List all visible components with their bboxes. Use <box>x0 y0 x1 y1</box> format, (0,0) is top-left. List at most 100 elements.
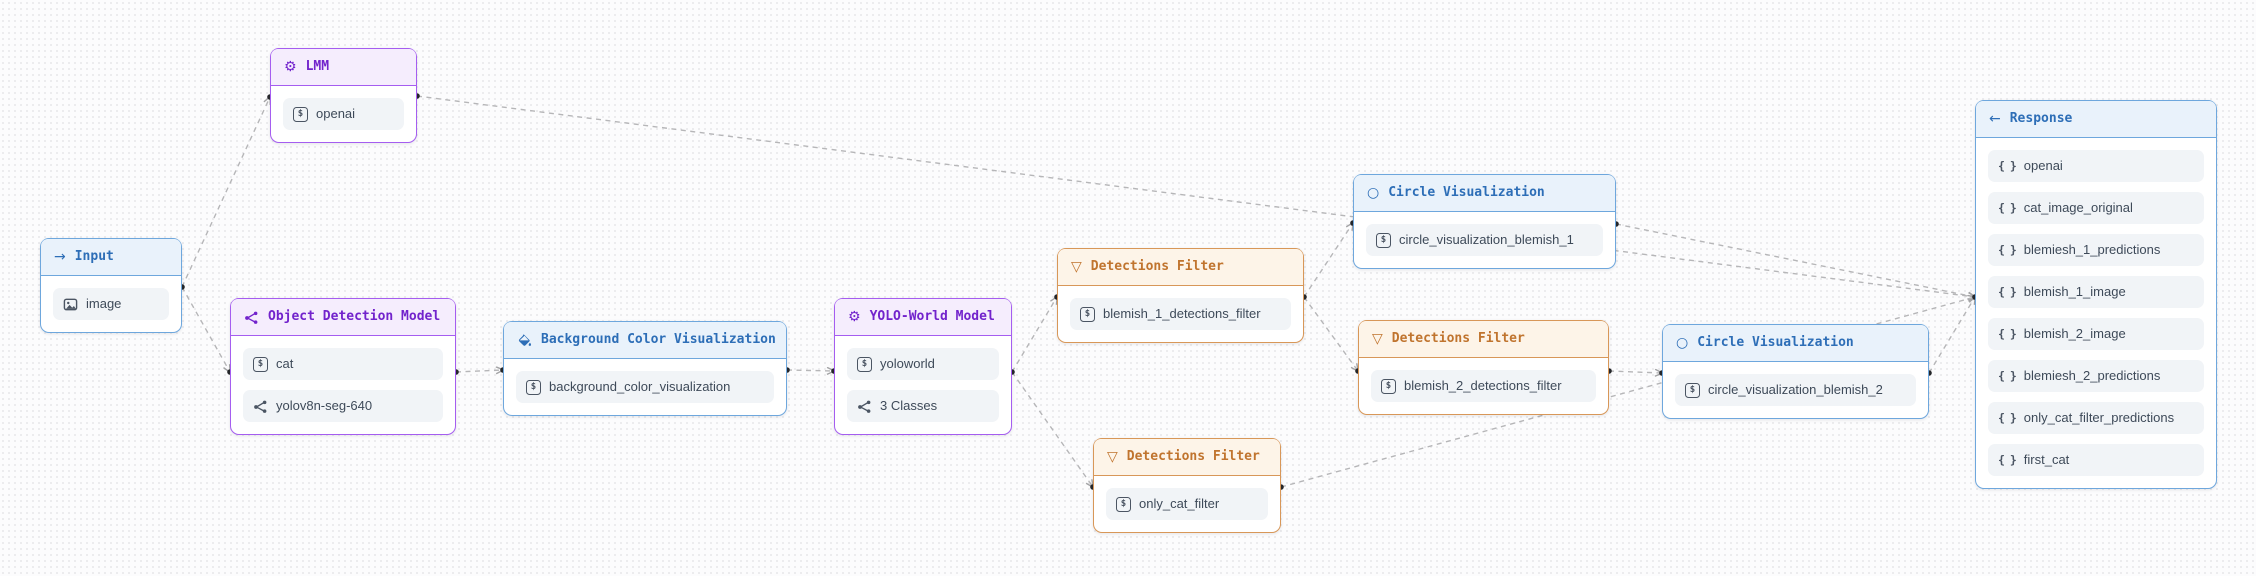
node-body: $ cat yolov8n-seg-640 <box>231 336 455 434</box>
output-label: blemish_1_image <box>2023 284 2126 299</box>
node-body: $ openai <box>271 86 416 142</box>
node-header[interactable]: ← Response <box>1976 101 2216 138</box>
node-title: Circle Visualization <box>1388 185 1545 200</box>
output-chip[interactable]: { } only_cat_filter_predictions <box>1988 402 2204 434</box>
string-icon: $ <box>526 379 541 395</box>
node-title: Response <box>2009 111 2073 126</box>
node-header[interactable]: ○ Circle Visualization <box>1354 175 1615 212</box>
output-chip[interactable]: { } blemiesh_1_predictions <box>1988 234 2204 266</box>
node-body: $ blemish_2_detections_filter <box>1359 358 1608 414</box>
circle-icon: ○ <box>1676 335 1689 351</box>
param-label: circle_visualization_blemish_2 <box>1708 382 1883 397</box>
node-title: Detections Filter <box>1126 449 1260 464</box>
node-title: Detections Filter <box>1090 259 1224 274</box>
param-chip[interactable]: $ cat <box>243 348 443 380</box>
output-chip[interactable]: { } openai <box>1988 150 2204 182</box>
node-body: image <box>41 276 181 332</box>
node-header[interactable]: ▽ Detections Filter <box>1094 439 1280 476</box>
node-body: $ only_cat_filter <box>1094 476 1280 532</box>
param-chip[interactable]: $ blemish_1_detections_filter <box>1070 298 1291 330</box>
string-icon: $ <box>1080 306 1095 322</box>
output-chip[interactable]: { } blemiesh_2_predictions <box>1988 360 2204 392</box>
funnel-icon: ▽ <box>1107 449 1118 465</box>
model-graph-icon <box>253 399 268 414</box>
param-label: yoloworld <box>880 356 935 371</box>
node-object-detection-model[interactable]: Object Detection Model $ cat yolov8n-seg… <box>230 298 456 435</box>
string-icon: $ <box>1685 382 1700 398</box>
node-yolo-world-model[interactable]: ⚙ YOLO-World Model $ yoloworld 3 Classes <box>834 298 1012 435</box>
node-header[interactable]: ⚙ LMM <box>271 49 416 86</box>
output-chip[interactable]: { } blemish_1_image <box>1988 276 2204 308</box>
node-detections-filter-blemish-2[interactable]: ▽ Detections Filter $ blemish_2_detectio… <box>1358 320 1609 415</box>
string-icon: $ <box>293 106 308 122</box>
output-chip[interactable]: { } blemish_2_image <box>1988 318 2204 350</box>
output-label: only_cat_filter_predictions <box>2023 410 2175 425</box>
param-label: cat <box>276 356 294 371</box>
node-body: $ circle_visualization_blemish_2 <box>1663 362 1928 418</box>
node-input[interactable]: → Input image <box>40 238 182 333</box>
param-label: background_color_visualization <box>549 379 731 394</box>
node-body: $ blemish_1_detections_filter <box>1058 286 1303 342</box>
funnel-icon: ▽ <box>1071 259 1082 275</box>
param-label: image <box>86 296 122 311</box>
param-chip[interactable]: image <box>53 288 169 320</box>
node-title: Input <box>74 249 114 264</box>
node-header[interactable]: Background Color Visualization <box>504 322 786 359</box>
node-body: $ circle_visualization_blemish_1 <box>1354 212 1615 268</box>
model-graph-icon <box>857 399 872 414</box>
braces-icon: { } <box>1998 243 2017 257</box>
param-chip[interactable]: $ openai <box>283 98 404 130</box>
node-header[interactable]: → Input <box>41 239 181 276</box>
param-chip[interactable]: $ only_cat_filter <box>1106 488 1268 520</box>
paint-bucket-icon <box>517 333 532 348</box>
node-detections-filter-only-cat[interactable]: ▽ Detections Filter $ only_cat_filter <box>1093 438 1281 533</box>
braces-icon: { } <box>1998 411 2017 425</box>
output-chip[interactable]: { } first_cat <box>1988 444 2204 476</box>
param-label: blemish_2_detections_filter <box>1404 378 1562 393</box>
node-title: YOLO-World Model <box>869 309 995 324</box>
param-label: blemish_1_detections_filter <box>1103 306 1261 321</box>
node-header[interactable]: Object Detection Model <box>231 299 455 336</box>
param-chip[interactable]: yolov8n-seg-640 <box>243 390 443 422</box>
node-circle-visualization-blemish-2[interactable]: ○ Circle Visualization $ circle_visualiz… <box>1662 324 1929 419</box>
output-label: cat_image_original <box>2023 200 2133 215</box>
image-icon <box>63 297 78 312</box>
node-header[interactable]: ⚙ YOLO-World Model <box>835 299 1011 336</box>
node-header[interactable]: ○ Circle Visualization <box>1663 325 1928 362</box>
param-chip[interactable]: 3 Classes <box>847 390 999 422</box>
param-chip[interactable]: $ blemish_2_detections_filter <box>1371 370 1596 402</box>
param-chip[interactable]: $ circle_visualization_blemish_2 <box>1675 374 1916 406</box>
param-chip[interactable]: $ circle_visualization_blemish_1 <box>1366 224 1603 256</box>
braces-icon: { } <box>1998 453 2017 467</box>
node-title: Detections Filter <box>1391 331 1525 346</box>
node-lmm[interactable]: ⚙ LMM $ openai <box>270 48 417 143</box>
string-icon: $ <box>857 356 872 372</box>
braces-icon: { } <box>1998 285 2017 299</box>
braces-icon: { } <box>1998 369 2017 383</box>
arrow-left-icon: ← <box>1989 111 2001 127</box>
funnel-icon: ▽ <box>1372 331 1383 347</box>
gear-icon: ⚙ <box>848 309 861 325</box>
output-label: blemish_2_image <box>2023 326 2126 341</box>
node-header[interactable]: ▽ Detections Filter <box>1058 249 1303 286</box>
node-title: LMM <box>305 59 330 74</box>
node-background-color-visualization[interactable]: Background Color Visualization $ backgro… <box>503 321 787 416</box>
output-chip[interactable]: { } cat_image_original <box>1988 192 2204 224</box>
param-chip[interactable]: $ yoloworld <box>847 348 999 380</box>
string-icon: $ <box>1376 232 1391 248</box>
output-label: blemiesh_1_predictions <box>2023 242 2161 257</box>
node-response[interactable]: ← Response { } openai { } cat_image_orig… <box>1975 100 2217 489</box>
node-detections-filter-blemish-1[interactable]: ▽ Detections Filter $ blemish_1_detectio… <box>1057 248 1304 343</box>
node-circle-visualization-blemish-1[interactable]: ○ Circle Visualization $ circle_visualiz… <box>1353 174 1616 269</box>
node-body: { } openai { } cat_image_original { } bl… <box>1976 138 2216 488</box>
node-header[interactable]: ▽ Detections Filter <box>1359 321 1608 358</box>
output-label: openai <box>2023 158 2063 173</box>
param-label: openai <box>316 106 356 121</box>
param-label: yolov8n-seg-640 <box>276 398 373 413</box>
string-icon: $ <box>1116 496 1131 512</box>
param-chip[interactable]: $ background_color_visualization <box>516 371 774 403</box>
gear-icon: ⚙ <box>284 59 297 75</box>
node-title: Object Detection Model <box>268 309 441 324</box>
string-icon: $ <box>1381 378 1396 394</box>
